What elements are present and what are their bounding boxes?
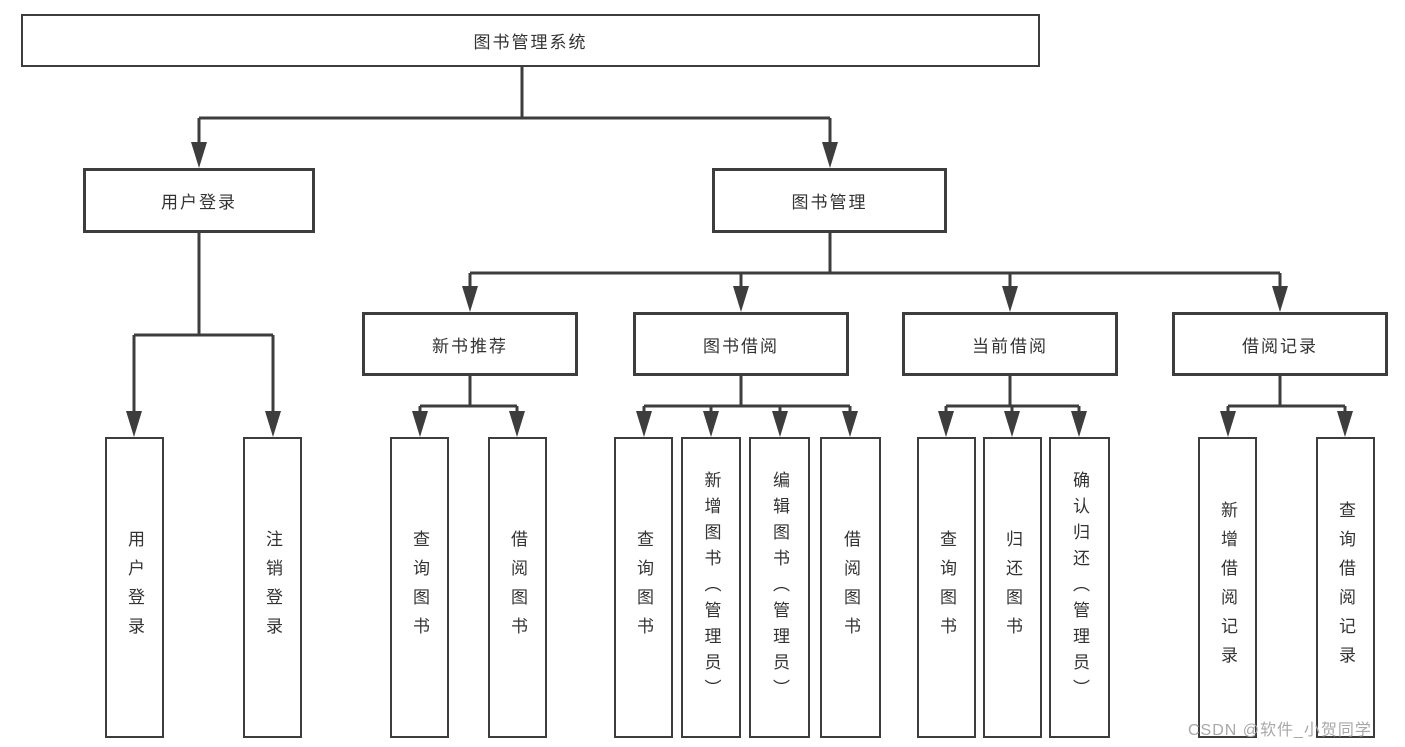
node-book-management-label: 图书管理	[791, 193, 868, 212]
leaf-cb-return-book: 归还图书	[983, 437, 1042, 738]
node-book-borrow-label: 图书借阅	[703, 336, 779, 356]
node-root-label: 图书管理系统	[473, 33, 588, 52]
leaf-cb-confirm-return-admin-label: 确认归还（管理员）	[1070, 470, 1089, 705]
node-borrow-records: 借阅记录	[1172, 312, 1388, 376]
leaf-cb-query-book-label: 查询图书	[937, 529, 956, 646]
leaf-br-query-record: 查询借阅记录	[1316, 437, 1375, 738]
connector-book-borrow-branch	[642, 376, 852, 428]
leaf-bb-add-book-admin: 新增图书（管理员）	[681, 437, 741, 738]
leaf-user-login-label: 用户登录	[125, 529, 144, 646]
leaf-br-add-record-label: 新增借阅记录	[1218, 500, 1237, 675]
node-new-book-recommend: 新书推荐	[362, 312, 578, 376]
leaf-bb-query-book-label: 查询图书	[634, 529, 653, 646]
leaf-logout-label: 注销登录	[263, 529, 282, 646]
node-user-login-label: 用户登录	[161, 193, 237, 212]
connector-user-login-branch	[132, 233, 275, 428]
leaf-bb-borrow-book: 借阅图书	[820, 437, 881, 738]
node-root: 图书管理系统	[21, 14, 1040, 67]
leaf-cb-return-book-label: 归还图书	[1003, 529, 1022, 646]
leaf-nb-borrow-book: 借阅图书	[488, 437, 547, 738]
node-book-borrow: 图书借阅	[633, 312, 849, 376]
connector-book-mgmt-to-level3	[468, 233, 1282, 302]
leaf-bb-add-book-admin-label: 新增图书（管理员）	[701, 470, 721, 705]
leaf-user-login: 用户登录	[105, 437, 164, 738]
connector-borrow-record-branch	[1226, 376, 1347, 428]
connector-root-to-level2	[197, 67, 832, 158]
node-new-book-recommend-label: 新书推荐	[432, 336, 508, 356]
leaf-bb-borrow-book-label: 借阅图书	[841, 529, 860, 646]
arrowheads	[126, 142, 1353, 437]
leaf-bb-edit-book-admin-label: 编辑图书（管理员）	[770, 470, 789, 705]
leaf-bb-edit-book-admin: 编辑图书（管理员）	[749, 437, 810, 738]
node-user-login: 用户登录	[83, 168, 315, 233]
leaf-nb-query-book-label: 查询图书	[410, 529, 429, 646]
leaf-cb-confirm-return-admin: 确认归还（管理员）	[1049, 437, 1110, 738]
leaf-logout: 注销登录	[243, 437, 302, 738]
leaf-cb-query-book: 查询图书	[917, 437, 976, 738]
node-book-management: 图书管理	[712, 168, 947, 233]
connector-new-book-branch	[418, 376, 519, 428]
leaf-br-add-record: 新增借阅记录	[1198, 437, 1257, 738]
node-current-borrow-label: 当前借阅	[972, 336, 1048, 356]
leaf-nb-query-book: 查询图书	[390, 437, 449, 738]
node-current-borrow: 当前借阅	[902, 312, 1118, 376]
leaf-br-query-record-label: 查询借阅记录	[1336, 500, 1355, 675]
leaf-nb-borrow-book-label: 借阅图书	[508, 529, 527, 646]
leaf-bb-query-book: 查询图书	[614, 437, 673, 738]
csdn-watermark: CSDN @软件_小贺同学	[1188, 722, 1372, 739]
node-borrow-records-label: 借阅记录	[1242, 336, 1318, 356]
